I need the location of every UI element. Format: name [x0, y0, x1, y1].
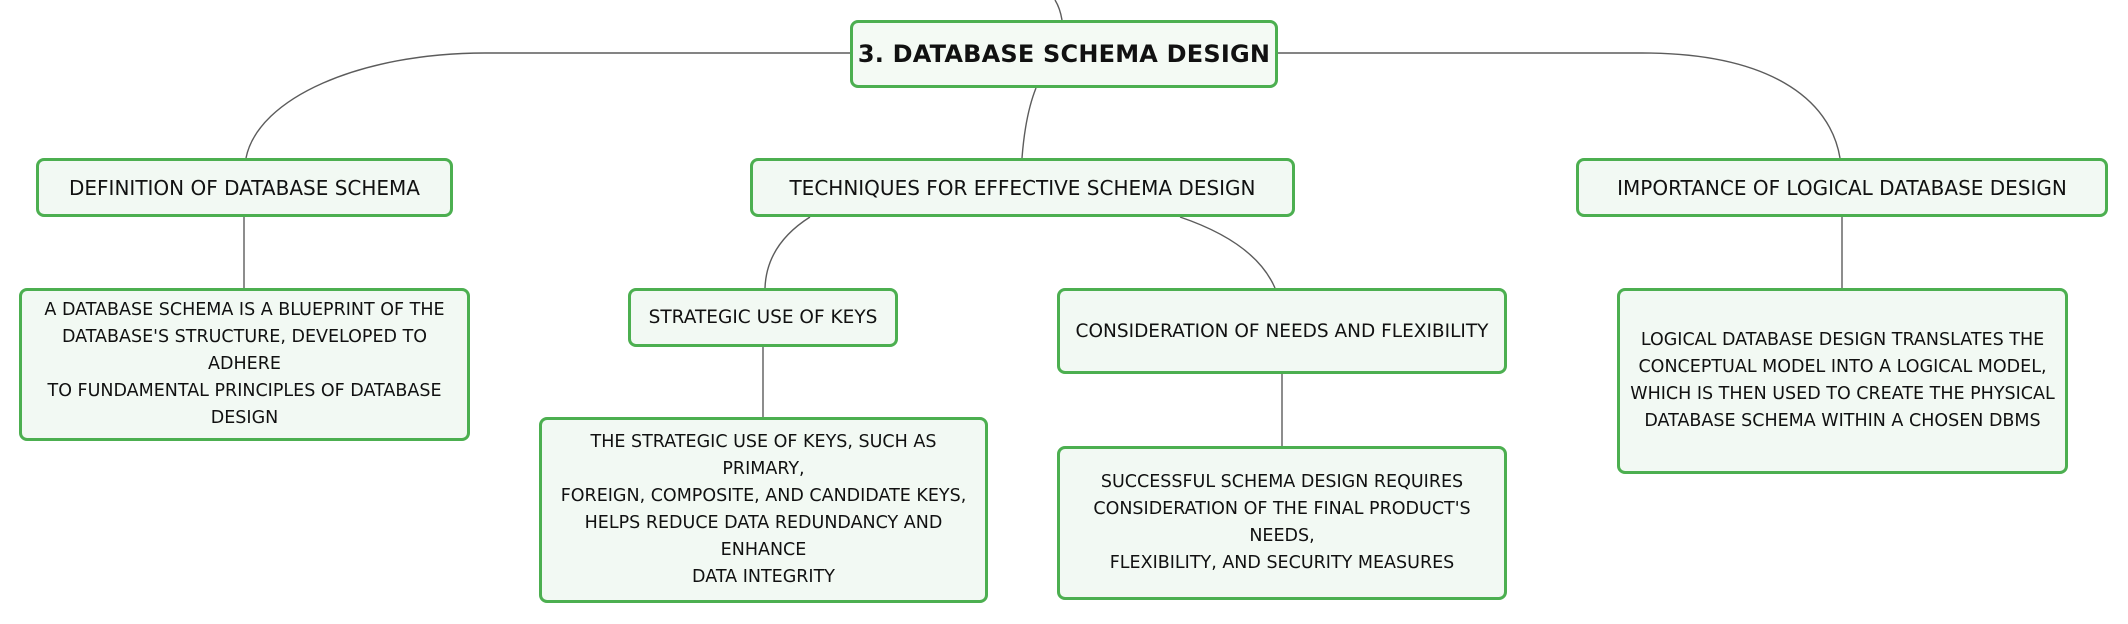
root-topic-label: 3. DATABASE SCHEMA DESIGN [857, 40, 1271, 68]
subtopic-label: STRATEGIC USE OF KEYS [648, 307, 878, 328]
connector-root-to-techniques [1021, 87, 1037, 159]
branch-definition-of-database-schema[interactable]: DEFINITION OF DATABASE SCHEMA [36, 158, 453, 217]
root-topic[interactable]: 3. DATABASE SCHEMA DESIGN [850, 20, 1278, 88]
detail-consideration-of-needs-and-flexibility[interactable]: SUCCESSFUL SCHEMA DESIGN REQUIRES CONSID… [1057, 446, 1507, 600]
subtopic-consideration-of-needs-and-flexibility[interactable]: CONSIDERATION OF NEEDS AND FLEXIBILITY [1057, 288, 1507, 374]
detail-text: THE STRATEGIC USE OF KEYS, SUCH AS PRIMA… [560, 432, 967, 587]
connector-techniques-to-keys [764, 216, 811, 289]
connector-root-to-definition [245, 52, 850, 159]
detail-importance-of-logical-database-design[interactable]: LOGICAL DATABASE DESIGN TRANSLATES THE C… [1617, 288, 2068, 474]
branch-techniques-for-effective-schema-design[interactable]: TECHNIQUES FOR EFFECTIVE SCHEMA DESIGN [750, 158, 1295, 217]
detail-text: LOGICAL DATABASE DESIGN TRANSLATES THE C… [1630, 330, 2055, 431]
connector-parent-to-root [1054, 0, 1063, 21]
detail-text: A DATABASE SCHEMA IS A BLUEPRINT OF THE … [44, 300, 445, 428]
connector-root-to-importance [1277, 52, 1841, 159]
connector-techniques-to-flexibility [1179, 216, 1276, 289]
detail-text: SUCCESSFUL SCHEMA DESIGN REQUIRES CONSID… [1093, 472, 1471, 573]
branch-label: IMPORTANCE OF LOGICAL DATABASE DESIGN [1617, 175, 2067, 200]
detail-strategic-use-of-keys[interactable]: THE STRATEGIC USE OF KEYS, SUCH AS PRIMA… [539, 417, 988, 603]
subtopic-label: CONSIDERATION OF NEEDS AND FLEXIBILITY [1075, 320, 1489, 342]
branch-importance-of-logical-database-design[interactable]: IMPORTANCE OF LOGICAL DATABASE DESIGN [1576, 158, 2108, 217]
detail-definition-of-database-schema[interactable]: A DATABASE SCHEMA IS A BLUEPRINT OF THE … [19, 288, 470, 441]
branch-label: DEFINITION OF DATABASE SCHEMA [69, 175, 420, 200]
subtopic-strategic-use-of-keys[interactable]: STRATEGIC USE OF KEYS [628, 288, 898, 347]
branch-label: TECHNIQUES FOR EFFECTIVE SCHEMA DESIGN [789, 175, 1256, 200]
